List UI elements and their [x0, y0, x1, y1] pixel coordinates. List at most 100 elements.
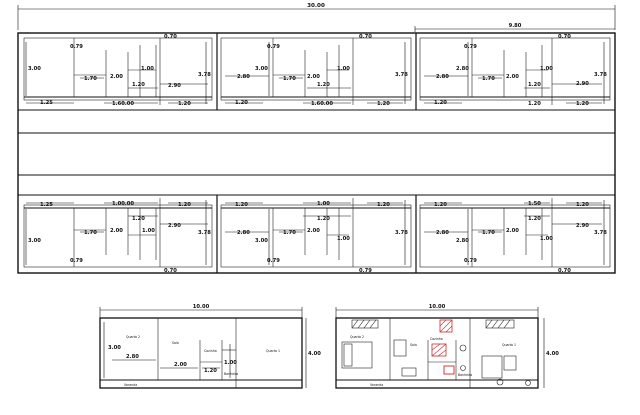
dim-120: 1.20 — [317, 216, 330, 222]
bottom-unit-3: 2.80 2.80 0.79 0.70 1.70 2.00 1.00 1.20 … — [419, 198, 611, 274]
dim-378: 3.78 — [594, 230, 607, 236]
overall-dimension: 30.00 9.80 — [17, 3, 616, 32]
dim-100: 1.00 — [141, 66, 154, 72]
dim-left: 2.80 — [237, 74, 250, 80]
dim-160: 1.50 — [528, 201, 541, 207]
dim-120: 1.20 — [528, 82, 541, 88]
dim-160: 1.60.00 — [311, 101, 333, 107]
dim-125: 1.20 — [434, 202, 447, 208]
dim-bath: 1.20 — [576, 202, 589, 208]
dim-290: 2.90 — [576, 81, 589, 87]
dim-left: 3.00 — [28, 66, 41, 72]
dim-378: 3.78 — [395, 72, 408, 78]
dim-100: 1.00 — [540, 66, 553, 72]
room-quarto-1: Quarto 1 — [266, 349, 280, 353]
dim-100: 1.00 — [142, 228, 155, 234]
dim-125: 1.20 — [235, 100, 248, 106]
single-unit-plan-dimensioned: 10.00 3.00 2.80 2.00 1.20 1.00 4.00 Quar… — [99, 304, 321, 389]
dim-120: 1.20 — [132, 216, 145, 222]
dim-100: 1.00 — [540, 236, 553, 242]
dim-079: 0.79 — [464, 258, 477, 264]
dim-378: 3.78 — [395, 230, 408, 236]
room-quarto-2-f: Quarto 2 — [350, 335, 364, 339]
bottom-row-units: 3.00 0.79 0.70 1.70 2.00 1.00 1.20 3.78 … — [23, 198, 611, 274]
plan-left-d280: 2.80 — [126, 354, 139, 360]
plan-left-width: 10.00 — [193, 304, 210, 310]
dim-200: 2.00 — [307, 228, 320, 234]
dim-079: 0.79 — [267, 258, 280, 264]
dim-170: 1.70 — [283, 76, 296, 82]
dim-160: 1.00.00 — [112, 201, 134, 207]
dim-170: 1.70 — [482, 230, 495, 236]
room-banheiro: Banheiro — [224, 372, 238, 376]
dim-300: 3.00 — [255, 66, 268, 72]
dim-070: 0.70 — [558, 34, 571, 40]
dim-left: 2.80 — [436, 230, 449, 236]
room-varanda-f: Varanda — [370, 383, 383, 387]
dim-300: 3.00 — [255, 238, 268, 244]
room-cozinha-f: Cozinha — [430, 337, 443, 341]
dim-170: 1.70 — [84, 230, 97, 236]
room-sala: Sala — [172, 341, 179, 345]
dim-bath: 1.20 — [377, 202, 390, 208]
dim-290: 2.90 — [576, 223, 589, 229]
dim-378: 3.78 — [198, 230, 211, 236]
dim-125: 1.25 — [40, 202, 53, 208]
dim-378: 3.78 — [594, 72, 607, 78]
plan-right-height: 4.00 — [546, 351, 559, 357]
dim-170: 1.70 — [283, 230, 296, 236]
dim-125: 1.25 — [40, 100, 53, 106]
dim-070: 0.70 — [558, 268, 571, 274]
top-unit-3: 2.80 2.80 0.79 0.70 1.70 2.00 1.00 1.20 … — [419, 34, 611, 107]
top-unit-1: 3.00 0.79 0.70 1.70 2.00 1.00 1.20 3.78 … — [23, 34, 213, 107]
bottom-unit-2: 3.00 2.80 0.79 0.79 1.70 2.00 1.00 1.20 … — [220, 198, 412, 274]
dim-120: 1.20 — [317, 82, 330, 88]
dim-left: 3.00 — [28, 238, 41, 244]
dim-125: 1.20 — [434, 100, 447, 106]
dim-bath: 1.20 — [576, 101, 589, 107]
dim-200: 2.00 — [506, 74, 519, 80]
dim-200: 2.00 — [110, 228, 123, 234]
dim-160: 1.00 — [317, 201, 330, 207]
dim-bath: 1.20 — [178, 202, 191, 208]
plan-left-d300: 3.00 — [108, 345, 121, 351]
dim-160: 1.60.00 — [112, 101, 134, 107]
dim-079: 0.79 — [70, 44, 83, 50]
dim-300: 2.80 — [456, 238, 469, 244]
room-quarto-1-f: Quarto 1 — [502, 343, 516, 347]
dim-079: 0.79 — [267, 44, 280, 50]
room-cozinha: Cozinha — [204, 349, 217, 353]
dim-290: 2.90 — [168, 83, 181, 89]
dim-100: 1.00 — [337, 236, 350, 242]
dim-100: 1.00 — [337, 66, 350, 72]
room-sala-f: Sala — [410, 343, 417, 347]
dim-070: 0.70 — [164, 268, 177, 274]
dim-378: 3.78 — [198, 72, 211, 78]
dim-160: 1.20 — [528, 101, 541, 107]
dim-200: 2.00 — [110, 74, 123, 80]
dim-125: 1.20 — [235, 202, 248, 208]
dim-070: 0.70 — [164, 34, 177, 40]
building-outline — [17, 32, 616, 274]
dim-bath: 1.20 — [377, 101, 390, 107]
dim-070: 0.79 — [359, 268, 372, 274]
dim-170: 1.70 — [482, 76, 495, 82]
dim-left: 2.80 — [237, 230, 250, 236]
single-unit-plan-furnished: 10.00 4.00 Quarto 2 Sal — [335, 304, 559, 389]
room-banheiro-f: Banheiro — [458, 373, 472, 377]
dim-079: 0.79 — [464, 44, 477, 50]
dim-290: 2.90 — [168, 223, 181, 229]
bottom-unit-1: 3.00 0.79 0.70 1.70 2.00 1.00 1.20 3.78 … — [23, 198, 213, 274]
plan-left-height: 4.00 — [308, 351, 321, 357]
plan-left-d200: 2.00 — [174, 362, 187, 368]
unit-width-label: 9.80 — [509, 23, 522, 29]
plan-left-d120: 1.20 — [204, 368, 217, 374]
dim-300: 2.80 — [456, 66, 469, 72]
dim-left: 2.80 — [436, 74, 449, 80]
dim-079: 0.79 — [70, 258, 83, 264]
room-quarto-2: Quarto 2 — [126, 335, 140, 339]
overall-width-label: 30.00 — [307, 3, 325, 9]
top-unit-2: 3.00 2.80 0.79 0.70 1.70 2.00 1.00 1.20 … — [220, 34, 412, 107]
